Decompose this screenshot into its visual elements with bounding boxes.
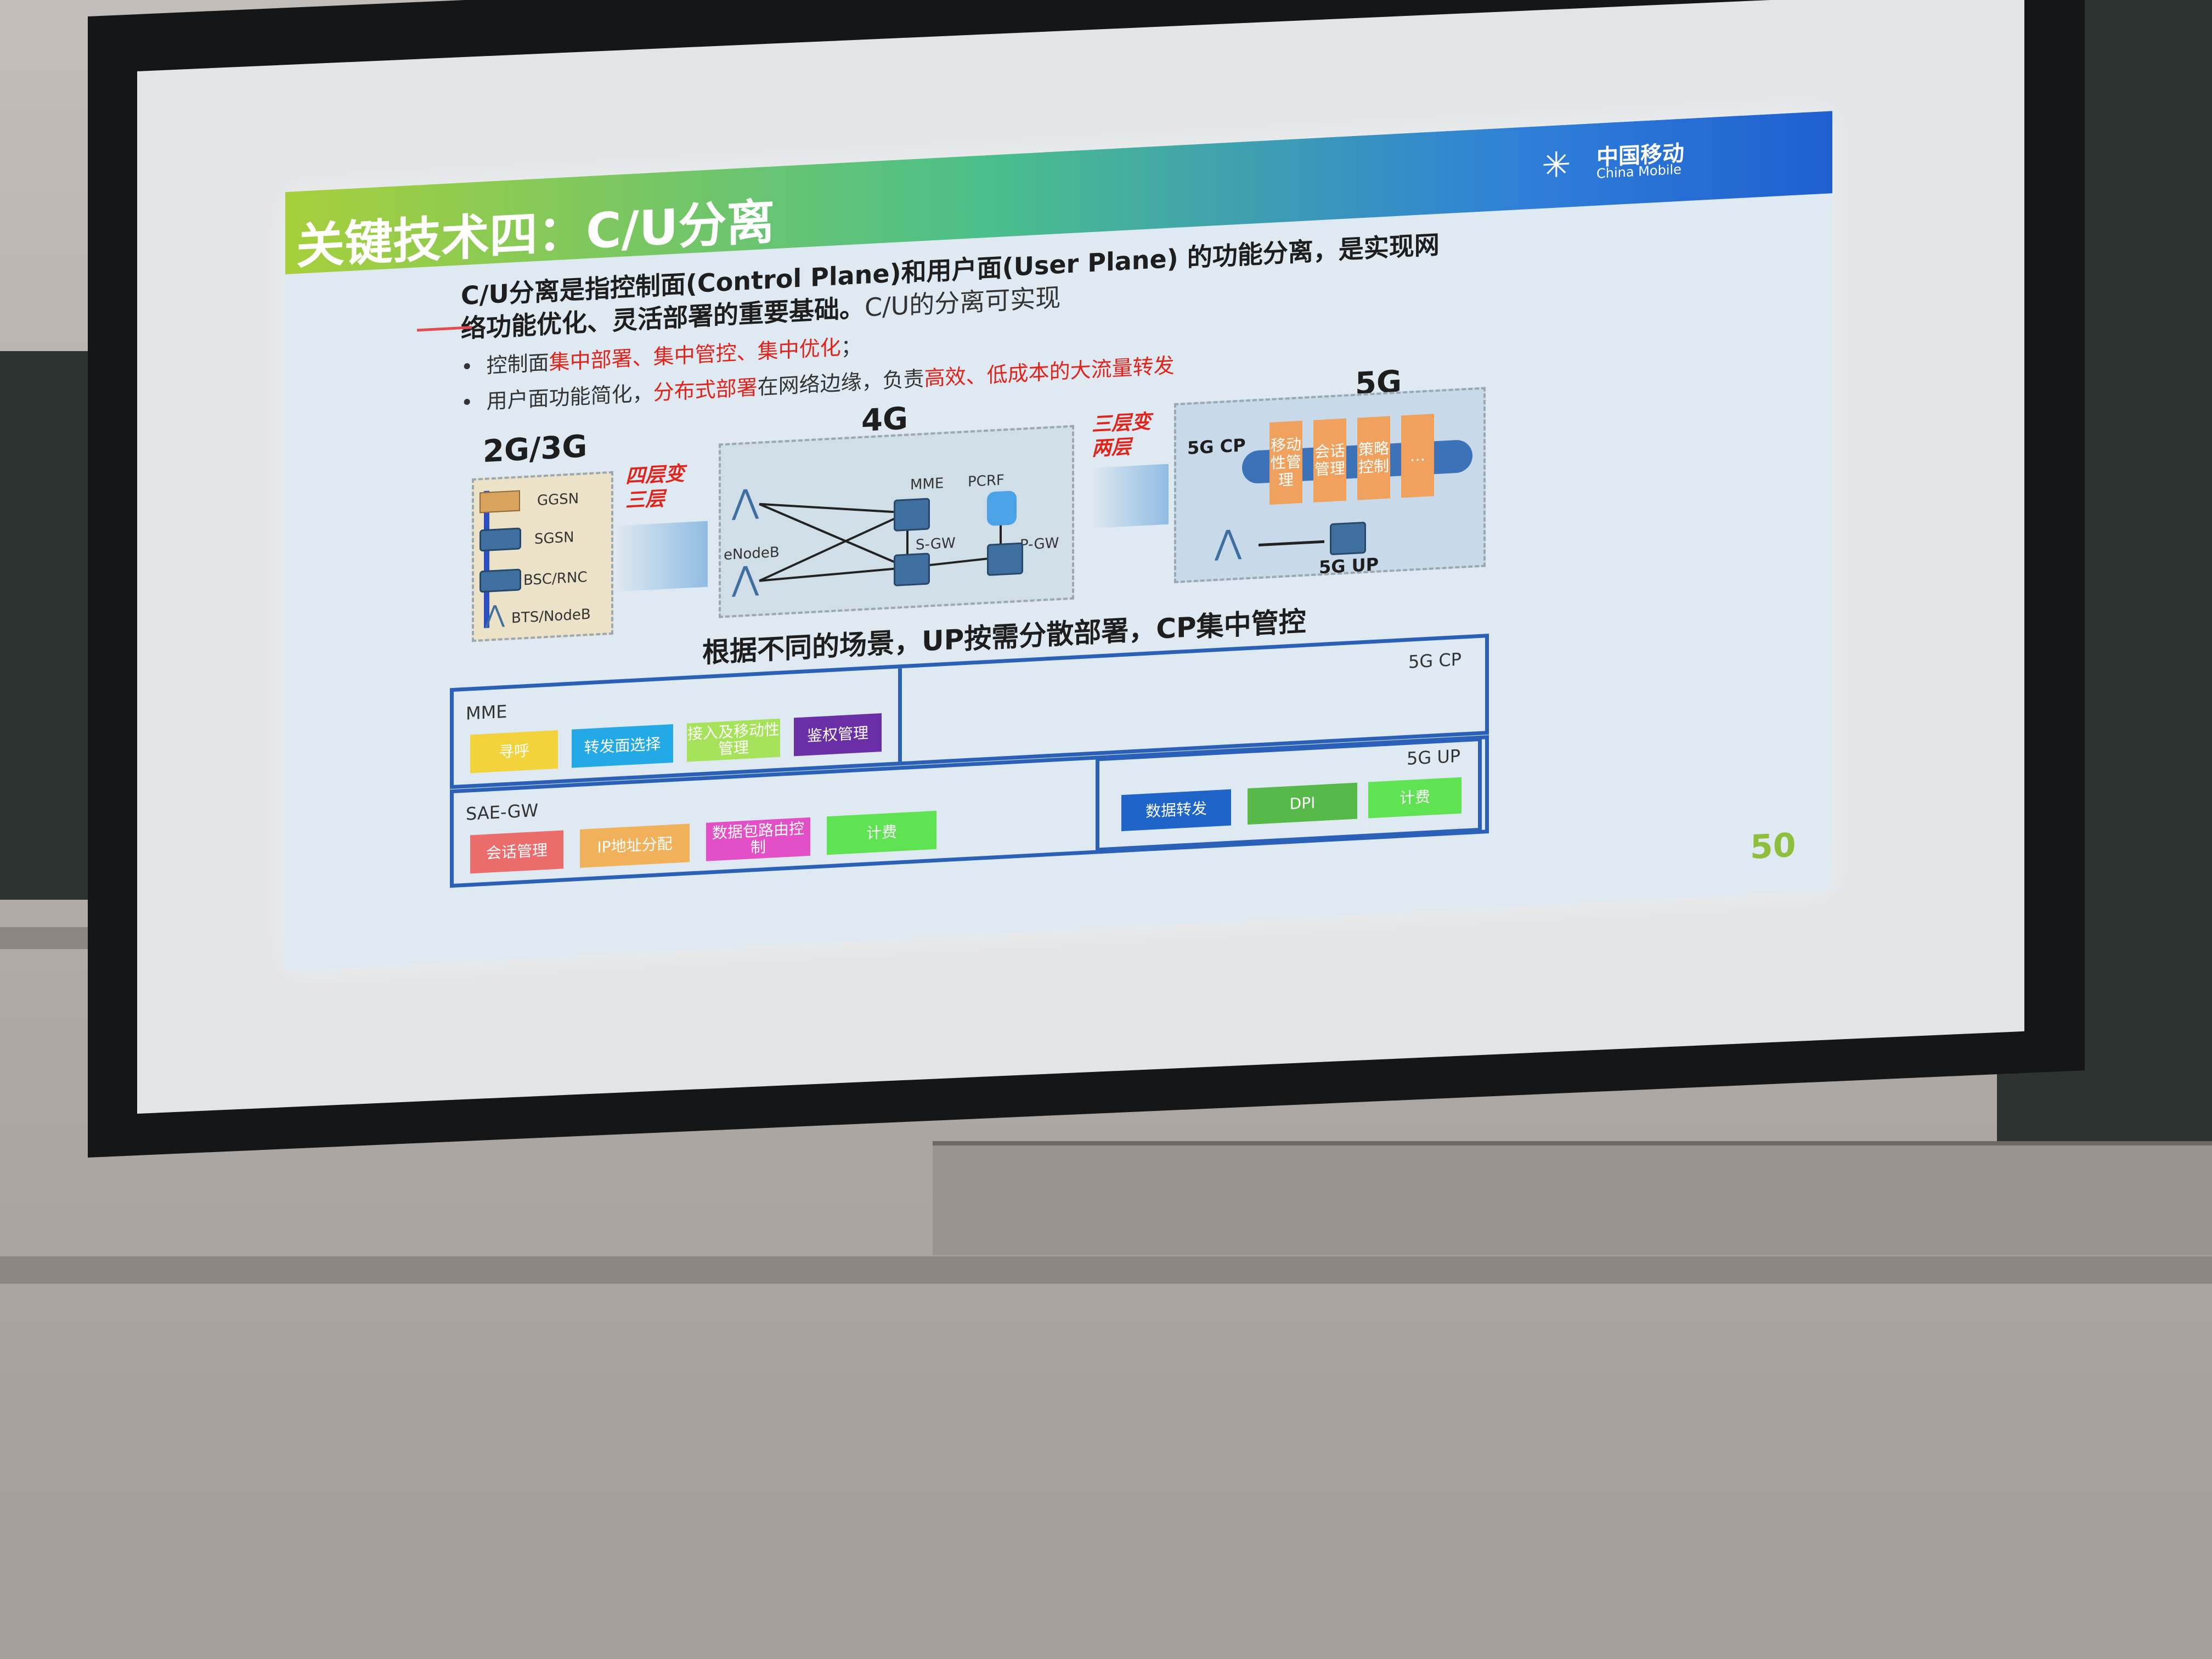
antenna-tower-icon: ⋀ [732, 558, 759, 599]
antenna-tower-icon: ⋀ [1215, 522, 1242, 563]
intro-line-2-light: C/U的分离可实现 [865, 282, 1061, 323]
transition-line: 三层变 [1092, 410, 1152, 436]
bullet-text: 控制面 [486, 350, 549, 378]
node-label: P-GW [1020, 535, 1059, 554]
cp-label: 5G CP [1187, 435, 1246, 459]
cp-function-block: 会话管理 [1313, 418, 1346, 503]
router-icon [479, 490, 520, 514]
cp-frame-label: 5G CP [1408, 648, 1462, 673]
board-ledge [933, 1141, 2212, 1255]
function-block: 寻呼 [470, 730, 558, 774]
projected-slide: 关键技术四：C/U分离 ✳ 中国移动 China Mobile C/U分离是指控… [285, 111, 1832, 971]
bullet-text-mid: 在网络边缘，负责 [757, 366, 924, 399]
mme-box: MME 寻呼 转发面选择 接入及移动性管理 鉴权管理 [454, 668, 902, 785]
cp-function-block: 策略控制 [1357, 416, 1390, 500]
up-label: 5G UP [1319, 554, 1379, 578]
function-block: 接入及移动性管理 [687, 718, 780, 762]
transition-label-3to2: 三层变 两层 [1092, 410, 1151, 461]
node-label: BSC/RNC [523, 569, 588, 589]
node-label: eNodeB [724, 544, 780, 564]
bullet-highlight: 分布式部署 [653, 375, 758, 405]
transition-line: 三层 [625, 487, 665, 512]
router-icon [1330, 521, 1366, 556]
china-mobile-logo-icon: ✳ [1542, 144, 1571, 187]
function-block: DPI [1248, 782, 1357, 825]
5g-up-box: 5G UP 数据转发 DPI 计费 [1096, 737, 1482, 852]
transition-line: 两层 [1092, 436, 1132, 460]
router-icon [479, 568, 521, 593]
era-4g: 4G [861, 400, 908, 439]
node-label: SGSN [534, 529, 574, 548]
function-block: IP地址分配 [580, 823, 690, 868]
node-label: S-GW [916, 534, 956, 554]
router-icon [894, 552, 930, 586]
era-2g3g: 2G/3G [483, 428, 588, 470]
network-4g: ⋀ ⋀ eNodeB MME PCRF S-GW P-GW [719, 425, 1074, 618]
antenna-tower-icon: ⋀ [732, 482, 759, 522]
node-label: MME [910, 475, 944, 494]
function-block: 会话管理 [470, 830, 563, 874]
bullet-dot: • [461, 354, 473, 380]
function-block: 数据转发 [1121, 789, 1231, 832]
page-number: 50 [1750, 826, 1796, 867]
network-2g3g: GGSN SGSN BSC/RNC ⋀ BTS/NodeB [472, 471, 613, 642]
up-frame-label: 5G UP [1407, 745, 1461, 769]
function-block: 计费 [1368, 777, 1462, 819]
saegw-label: SAE-GW [466, 799, 539, 825]
function-block: 转发面选择 [572, 724, 673, 768]
transition-label-4to3: 四层变 三层 [625, 462, 685, 514]
node-label: PCRF [968, 472, 1005, 490]
transition-arrow [1092, 464, 1169, 528]
node-label: BTS/NodeB [511, 606, 591, 627]
bullet-text-end: ； [840, 334, 862, 359]
cp-function-block: 移动性管理 [1269, 420, 1302, 505]
router-icon [987, 542, 1023, 576]
cp-function-block: … [1401, 414, 1434, 498]
antenna-tower-icon: ⋀ [485, 600, 505, 629]
router-icon [479, 527, 521, 552]
function-block: 计费 [827, 810, 936, 855]
node-label: GGSN [537, 490, 579, 509]
server-stack-icon [987, 490, 1017, 526]
router-icon [894, 498, 930, 532]
mme-label: MME [466, 701, 507, 724]
function-block: 鉴权管理 [794, 713, 882, 757]
bullet-text: 用户面功能简化， [486, 380, 653, 414]
transition-line: 四层变 [625, 462, 685, 488]
bullet-dot: • [461, 390, 473, 415]
function-block: 数据包路由控制 [706, 817, 810, 861]
up-link [1259, 540, 1324, 547]
wall-molding [0, 1256, 2212, 1284]
bullet-highlight-2: 高效、低成本的大流量转发 [924, 353, 1175, 391]
network-5g: 5G CP 移动性管理 会话管理 策略控制 … ⋀ 5G UP [1174, 387, 1486, 584]
transition-arrow [614, 521, 708, 592]
